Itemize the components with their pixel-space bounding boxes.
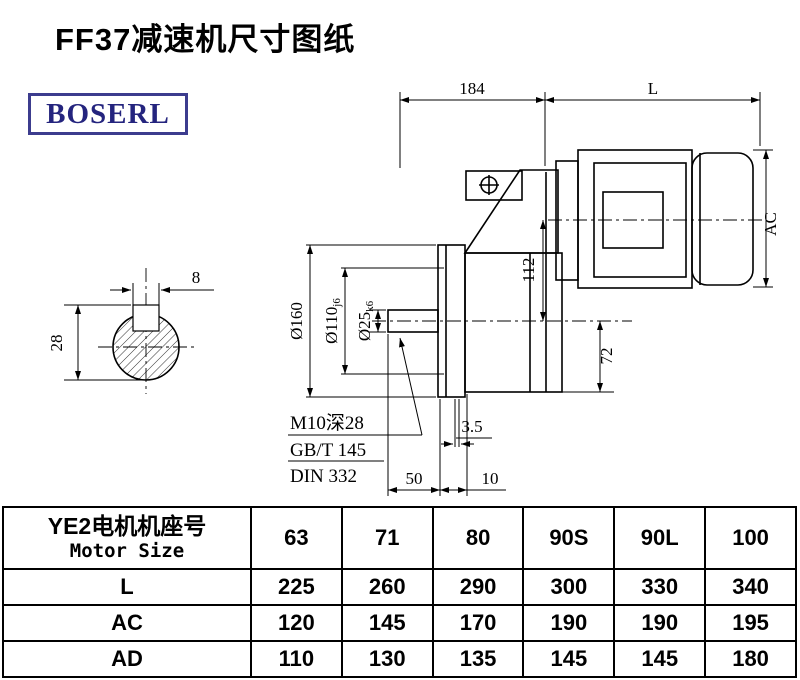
dim-spigot-dia: Ø110j6: [322, 298, 343, 344]
gear-housing: [464, 252, 563, 393]
extension-lines: [64, 92, 773, 496]
table-cell: 225: [250, 568, 343, 606]
motor-fan-cowl: [691, 152, 754, 286]
table-cell: 120: [250, 604, 343, 642]
dim-50: 50: [406, 469, 423, 488]
table-cell: 190: [522, 604, 616, 642]
table-cell: 110: [250, 640, 343, 678]
dim-10: 10: [482, 469, 499, 488]
dim-3-5: 3.5: [461, 417, 482, 436]
output-shaft: [387, 309, 439, 333]
table-cell: 145: [340, 604, 434, 642]
table-cell: 330: [613, 568, 707, 606]
motor-stator: [593, 162, 687, 278]
motor-body: [577, 149, 693, 289]
table-cell: 195: [704, 604, 797, 642]
gearmotor-outline: [387, 149, 754, 398]
table-cell: 170: [431, 604, 525, 642]
table-cell: 290: [431, 568, 525, 606]
dim-AC: AC: [761, 212, 780, 236]
dim-112: 112: [519, 258, 538, 283]
table-cell: 190: [613, 604, 707, 642]
dim-key-width: 8: [192, 268, 201, 287]
table-cell: 300: [522, 568, 616, 606]
table-header-cell: 63: [250, 506, 343, 570]
dimension-lines: [75, 97, 769, 493]
table-header-cell: 100: [704, 506, 797, 570]
shaft-section-view: [112, 304, 180, 381]
table-row-AD: AD 110 130 135 145 145 180: [2, 640, 797, 678]
dimension-drawing: 184 L AC 8 28 Ø160 Ø110j6 Ø25k6 112 72 M…: [47, 79, 780, 496]
table-cell: 130: [340, 640, 434, 678]
dim-184: 184: [459, 79, 485, 98]
table-header-cell: 80: [431, 506, 525, 570]
table-cell: 135: [431, 640, 525, 678]
dimension-labels: 184 L AC 8 28 Ø160 Ø110j6 Ø25k6 112 72 M…: [47, 79, 780, 488]
dim-72: 72: [597, 348, 616, 365]
note-tapped-hole: M10深28: [290, 412, 364, 434]
breather-boss: [465, 170, 523, 201]
table-row-AC: AC 120 145 170 190 190 195: [2, 604, 797, 642]
motor-size-label-cn: YE2电机机座号: [47, 512, 207, 539]
row-label-cell: AC: [2, 604, 252, 642]
page-title: FF37减速机尺寸图纸: [55, 22, 356, 57]
input-adapter: [463, 169, 559, 254]
motor-size-label-en: Motor Size: [69, 540, 185, 563]
dim-28: 28: [47, 335, 66, 352]
motor-flange: [555, 160, 579, 281]
keyway: [132, 304, 160, 332]
table-cell: 260: [340, 568, 434, 606]
row-label-cell: AD: [2, 640, 252, 678]
dim-flange-dia: Ø160: [287, 302, 306, 340]
table-cell: 145: [522, 640, 616, 678]
table-header-cell: 90S: [522, 506, 616, 570]
table-cell: 340: [704, 568, 797, 606]
table-cell: 180: [704, 640, 797, 678]
table-header-cell: 90L: [613, 506, 707, 570]
dim-L: L: [648, 79, 658, 98]
note-gb-standard: GB/T 145: [290, 440, 366, 461]
note-din-standard: DIN 332: [290, 466, 357, 487]
table-header-cell: 71: [340, 506, 434, 570]
table-row-L: L 225 260 290 300 330 340: [2, 568, 797, 606]
row-label-cell: L: [2, 568, 252, 606]
table-cell: 145: [613, 640, 707, 678]
table-header-row: YE2电机机座号 Motor Size 63 71 80 90S 90L 100: [2, 506, 797, 570]
brand-logo: BOSERL: [28, 93, 188, 135]
motor-size-table: YE2电机机座号 Motor Size 63 71 80 90S 90L 100…: [2, 506, 797, 678]
motor-size-header-cell: YE2电机机座号 Motor Size: [2, 506, 252, 570]
dim-shaft-dia: Ø25k6: [355, 300, 376, 341]
